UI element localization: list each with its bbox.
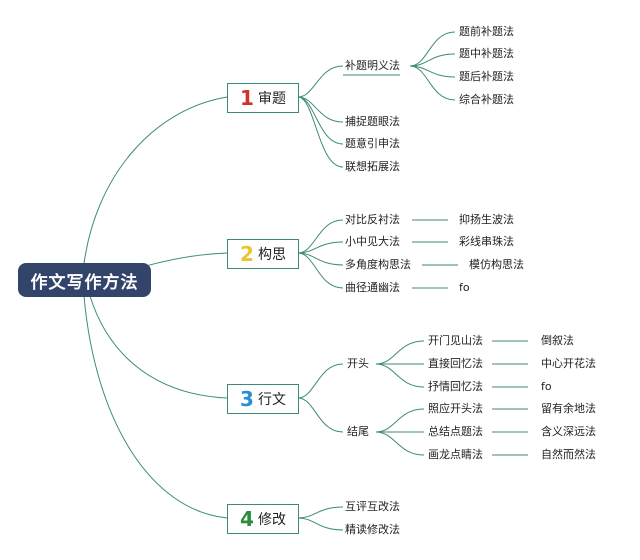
ending-2[interactable]: 总结点题法 bbox=[428, 425, 483, 438]
branch-number-1: 1 bbox=[240, 86, 254, 110]
leaf-2-1[interactable]: 对比反衬法 bbox=[345, 213, 400, 226]
opening-pair-1[interactable]: 倒叙法 bbox=[541, 334, 574, 347]
leaf-3-opening[interactable]: 开头 bbox=[347, 357, 369, 370]
edge-root-1 bbox=[83, 96, 228, 265]
ending-3[interactable]: 画龙点睛法 bbox=[428, 448, 483, 461]
root-node[interactable]: 作文写作方法 bbox=[18, 263, 151, 297]
subleaf-1-1[interactable]: 题前补题法 bbox=[459, 25, 514, 38]
pair-2-3[interactable]: 模仿构思法 bbox=[469, 258, 524, 271]
ending-pair-2[interactable]: 含义深远法 bbox=[541, 425, 596, 438]
branch-label-3: 行文 bbox=[257, 392, 286, 408]
branch-node-1[interactable]: 1 审题 bbox=[227, 83, 299, 113]
pair-2-4[interactable]: fo bbox=[459, 281, 470, 294]
edge-root-3 bbox=[89, 295, 228, 399]
leaf-3-ending[interactable]: 结尾 bbox=[347, 425, 369, 438]
leaf-1-3[interactable]: 题意引申法 bbox=[345, 137, 400, 150]
opening-3[interactable]: 抒情回忆法 bbox=[428, 380, 483, 393]
branch-label-4: 修改 bbox=[257, 512, 286, 528]
branch-label-2: 构思 bbox=[257, 247, 286, 263]
connector-lines bbox=[83, 31, 528, 531]
subleaf-1-3[interactable]: 题后补题法 bbox=[459, 70, 514, 83]
opening-pair-2[interactable]: 中心开花法 bbox=[541, 357, 596, 370]
edge-root-2 bbox=[145, 252, 228, 267]
opening-pair-3[interactable]: fo bbox=[541, 380, 552, 393]
subleaf-1-4[interactable]: 综合补题法 bbox=[459, 93, 514, 106]
branch-number-2: 2 bbox=[240, 242, 254, 266]
branch-node-3[interactable]: 3 行文 bbox=[227, 384, 299, 414]
pair-2-2[interactable]: 彩线串珠法 bbox=[459, 235, 514, 248]
ending-pair-1[interactable]: 留有余地法 bbox=[541, 402, 596, 415]
branch-number-3: 3 bbox=[240, 387, 254, 411]
branch-number-4: 4 bbox=[240, 507, 254, 531]
leaf-2-4[interactable]: 曲径通幽法 bbox=[345, 281, 400, 294]
branch-node-4[interactable]: 4 修改 bbox=[227, 504, 299, 534]
edge-root-4 bbox=[83, 295, 228, 519]
leaf-1-1[interactable]: 补题明义法 bbox=[345, 59, 400, 72]
leaf-2-2[interactable]: 小中见大法 bbox=[345, 235, 400, 248]
branch-node-2[interactable]: 2 构思 bbox=[227, 239, 299, 269]
ending-1[interactable]: 照应开头法 bbox=[428, 402, 483, 415]
branch-label-1: 审题 bbox=[257, 91, 286, 107]
leaf-4-2[interactable]: 精读修改法 bbox=[345, 523, 400, 536]
leaf-1-2[interactable]: 捕捉题眼法 bbox=[345, 115, 400, 128]
leaf-2-3[interactable]: 多角度构思法 bbox=[345, 258, 411, 271]
leaf-1-4[interactable]: 联想拓展法 bbox=[345, 160, 400, 173]
leaf-4-1[interactable]: 互评互改法 bbox=[345, 500, 400, 513]
subleaf-1-2[interactable]: 题中补题法 bbox=[459, 47, 514, 60]
pair-2-1[interactable]: 抑扬生波法 bbox=[459, 213, 514, 226]
ending-pair-3[interactable]: 自然而然法 bbox=[541, 448, 596, 461]
opening-1[interactable]: 开门见山法 bbox=[428, 334, 483, 347]
opening-2[interactable]: 直接回忆法 bbox=[428, 357, 483, 370]
